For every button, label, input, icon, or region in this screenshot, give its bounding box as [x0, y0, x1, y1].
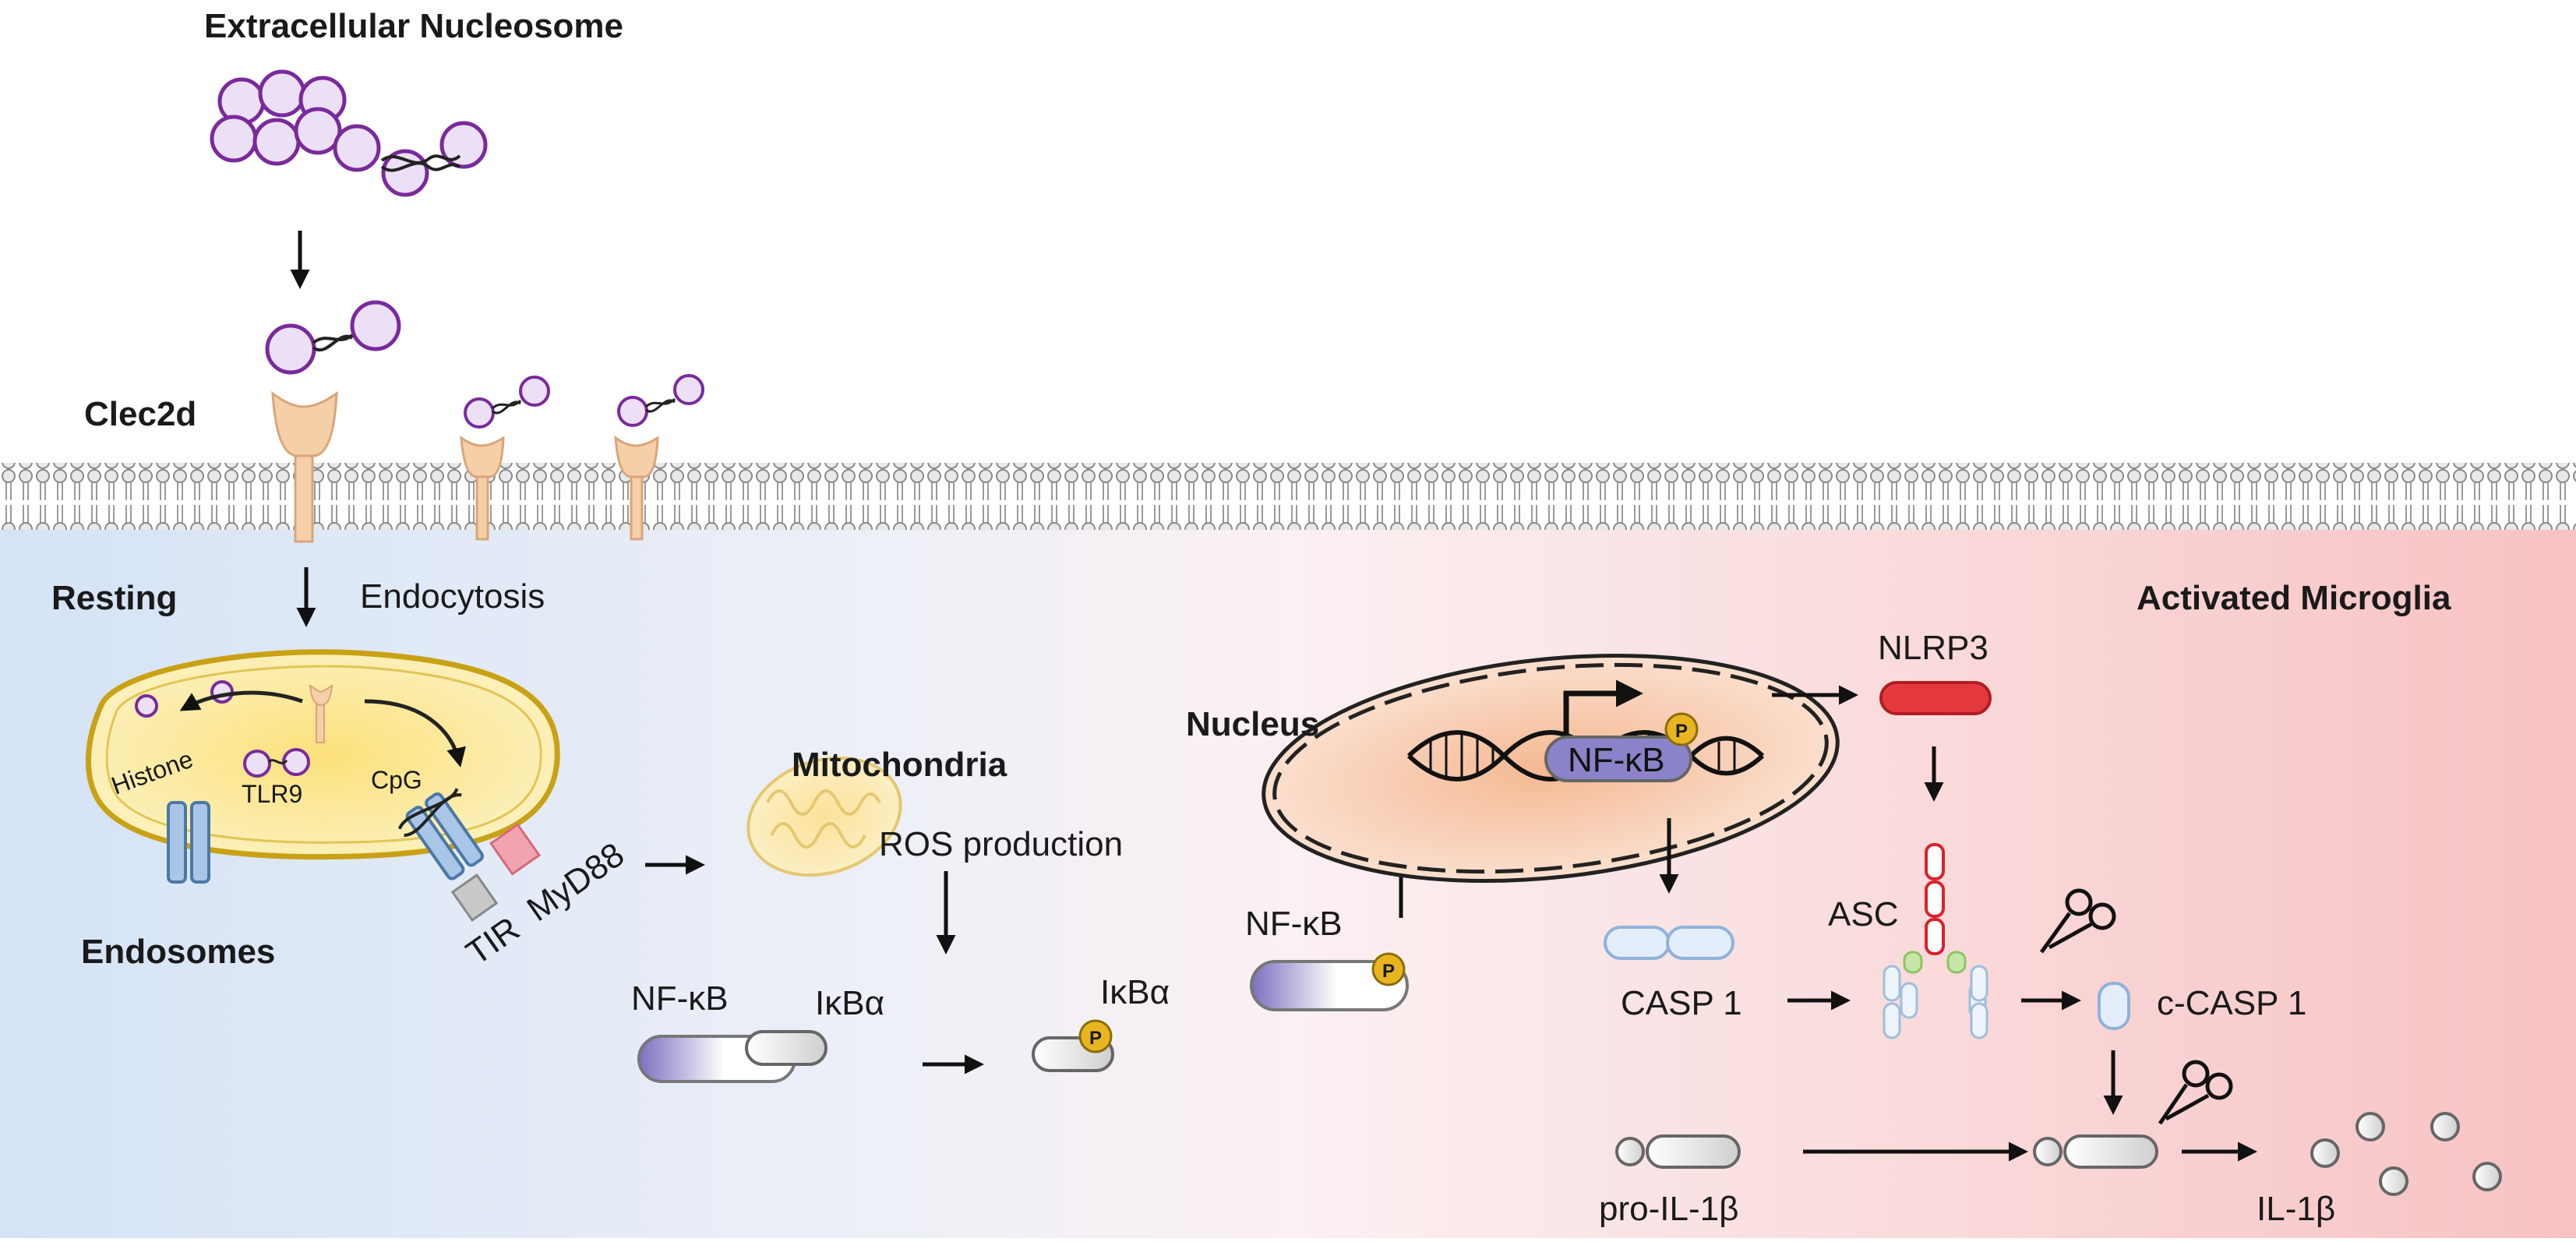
- phospho-badge-nfkb-text: P: [1382, 961, 1395, 982]
- c-casp1-protein: [2098, 982, 2130, 1030]
- asc-inflammasome: [1883, 843, 1988, 1039]
- cytoplasm-background: [0, 530, 2576, 1238]
- cell-membrane: [0, 463, 2576, 530]
- extracellular-nucleosome-cluster: [210, 69, 488, 197]
- cpg-label: CpG: [371, 766, 422, 794]
- transcription-start-arrow: [1563, 679, 1643, 736]
- mitochondrion: [746, 756, 902, 877]
- tlr9-dimer-left: [167, 801, 210, 884]
- tlr9-label: TLR9: [242, 780, 302, 808]
- tlr9-dimer-cpg: [397, 788, 484, 880]
- myd88-adaptor: [489, 823, 542, 876]
- scissors-icon-2: [2158, 1060, 2233, 1125]
- nucleus-label: Nucleus: [1186, 705, 1319, 743]
- mitochondria-label: Mitochondria: [792, 746, 1007, 784]
- arrow-to-histone: [179, 690, 303, 711]
- dinucleosome-2: [464, 376, 550, 429]
- casp1-protein: [1604, 926, 1734, 960]
- nfkb-p-label: NF-κB: [1245, 905, 1343, 943]
- nlrp3-label: NLRP3: [1878, 629, 1988, 667]
- ros-production-label: ROS production: [879, 825, 1123, 863]
- nfkb-complex-label: NF-κB: [631, 979, 729, 1018]
- nucleosome-dna-linker: [380, 154, 461, 172]
- nfkb-phosphorylated: [1250, 960, 1409, 1011]
- casp1-label: CASP 1: [1621, 984, 1742, 1022]
- il1b-particles: [2310, 1112, 2502, 1196]
- c-casp1-label: c-CASP 1: [2157, 984, 2306, 1022]
- tir-domain: [450, 873, 499, 923]
- nlrp3-protein: [1879, 681, 1992, 715]
- endosomal-receptor: [309, 684, 333, 743]
- dinucleosome-3: [617, 374, 704, 427]
- endocytosis-label: Endocytosis: [360, 577, 545, 616]
- phospho-badge-nucleus-text: P: [1675, 721, 1688, 742]
- clec2d-receptor-2: [460, 435, 505, 541]
- endosomal-dna-fragment: [267, 759, 288, 764]
- activated-microglia-label: Activated Microglia: [2137, 579, 2451, 617]
- pro-il1b-protein: [1615, 1134, 1741, 1169]
- ikba-p-label: IκBα: [1100, 973, 1170, 1011]
- ikba-complex-label: IκBα: [815, 984, 884, 1022]
- arrow-to-cpg: [364, 699, 466, 767]
- scissors-icon: [2039, 888, 2116, 954]
- clec2d-label: Clec2d: [84, 395, 196, 433]
- dinucleosome-main: [265, 300, 401, 375]
- nfkb-nucleus-label: NF-κB: [1568, 741, 1665, 779]
- phospho-badge-nfkb: [1371, 952, 1406, 986]
- endosomes-label: Endosomes: [81, 933, 275, 971]
- resting-label: Resting: [51, 579, 177, 617]
- extracellular-nucleosome-label: Extracellular Nucleosome: [204, 7, 623, 45]
- cleavage-product: [2033, 1134, 2158, 1169]
- phospho-badge-ikba-text: P: [1089, 1028, 1102, 1049]
- asc-label: ASC: [1828, 895, 1898, 933]
- clec2d-receptor-3: [614, 435, 659, 541]
- ikba-protein: [745, 1030, 827, 1066]
- phospho-badge-nucleus: [1664, 712, 1699, 746]
- clec2d-receptor-main: [271, 390, 338, 543]
- il1b-label: IL-1β: [2257, 1190, 2335, 1228]
- pro-il1b-label: pro-IL-1β: [1599, 1190, 1738, 1228]
- phospho-badge-ikba: [1078, 1019, 1113, 1053]
- nfkb-bound-dna: [1544, 736, 1692, 782]
